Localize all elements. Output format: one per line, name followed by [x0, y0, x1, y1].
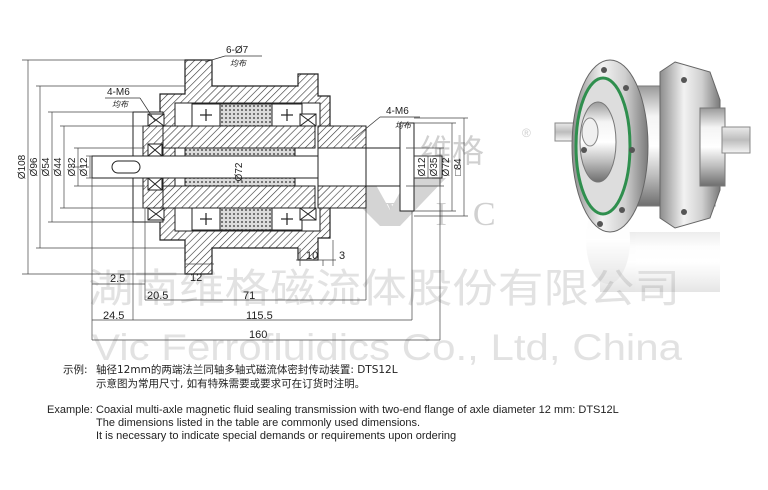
outer-sleeve-lower — [144, 185, 316, 209]
dim-2-5: 2.5 — [110, 273, 125, 285]
caption-en-prefix: Example: — [47, 404, 93, 416]
caption-cn-prefix: 示例: — [63, 364, 88, 376]
hole-note-top-sub: 均布 — [230, 59, 247, 68]
dim-d54: Ø54 — [41, 157, 52, 176]
caption-cn-line2: 示意图为常用尺寸, 如有特殊需要或要求可在订货时注明。 — [96, 378, 366, 390]
dim-115-5: 115.5 — [246, 310, 273, 322]
product-shaft-end — [581, 117, 599, 147]
dim-24-5: 24.5 — [103, 310, 124, 322]
bottom-dimension-lines — [91, 178, 441, 341]
bottom-dimension-labels: 10 3 12 2.5 20.5 71 24.5 115.5 160 — [103, 250, 345, 341]
watermark: 维格 VIC ® 湖南维格磁流体股份有限公司 Vic Ferrofluidics… — [88, 126, 682, 368]
dim-d44: Ø44 — [53, 157, 64, 176]
caption-cn-line1: 轴径12mm的两端法兰同轴多轴式磁流体密封传动装置: DTS12L — [96, 364, 398, 376]
hole-note-right-sub: 均布 — [395, 121, 412, 130]
watermark-registered: ® — [522, 126, 531, 140]
cross-section: Ø72 — [70, 59, 443, 275]
dim-d32: Ø32 — [67, 157, 78, 176]
right-dimensions — [406, 117, 468, 217]
watermark-company-cn: 湖南维格磁流体股份有限公司 — [88, 266, 680, 312]
dim-right-d35: Ø35 — [429, 157, 440, 176]
watermark-company-en: Vic Ferrofluidics Co., Ltd, China — [92, 327, 682, 368]
dim-right-sq84: □84 — [453, 158, 464, 176]
center-diameter-label: Ø72 — [234, 162, 245, 181]
right-flange-plate — [399, 122, 415, 212]
dim-d108: Ø108 — [17, 154, 28, 179]
dim-71: 71 — [243, 290, 255, 302]
product-render — [554, 59, 751, 292]
dim-160: 160 — [249, 329, 267, 341]
left-diameter-labels: Ø108 Ø96 Ø54 Ø44 Ø32 Ø12 — [17, 154, 90, 179]
product-bolt-holes — [581, 67, 687, 227]
dim-12: 12 — [190, 272, 202, 284]
dim-3: 3 — [339, 250, 345, 262]
dim-d96: Ø96 — [29, 157, 40, 176]
hole-notes: 6-Ø7 均布 4-M6 均布 4-M6 均布 — [105, 45, 420, 141]
right-diameter-labels: Ø12 Ø35 Ø72 □84 — [417, 157, 464, 176]
hole-note-right: 4-M6 — [386, 106, 409, 117]
hole-note-left-sub: 均布 — [112, 100, 129, 109]
dim-10: 10 — [306, 250, 318, 262]
dim-d12: Ø12 — [79, 157, 90, 176]
right-outer-shaft — [365, 147, 407, 187]
outer-sleeve-upper — [144, 125, 316, 149]
product-right-shaft — [721, 126, 751, 154]
ferrofluid-zone — [219, 103, 273, 127]
caption-en-line3: It is necessary to indicate special dema… — [96, 430, 457, 442]
hole-note-top: 6-Ø7 — [226, 45, 249, 56]
product-right-hub — [699, 107, 726, 187]
magnet-markers — [200, 109, 293, 225]
left-keyway — [111, 160, 141, 174]
hole-note-left: 4-M6 — [107, 87, 130, 98]
dim-right-d12: Ø12 — [417, 157, 428, 176]
caption-en-line1: Coaxial multi-axle magnetic fluid sealin… — [96, 404, 619, 416]
ferrofluid-zone — [219, 207, 273, 231]
inner-ferrofluid-upper — [184, 147, 296, 157]
left-dimensions — [22, 59, 185, 275]
dim-20-5: 20.5 — [147, 290, 168, 302]
dim-right-d72: Ø72 — [441, 157, 452, 176]
caption-en-line2: The dimensions listed in the table are c… — [96, 417, 421, 429]
right-hub-bore — [317, 147, 367, 187]
